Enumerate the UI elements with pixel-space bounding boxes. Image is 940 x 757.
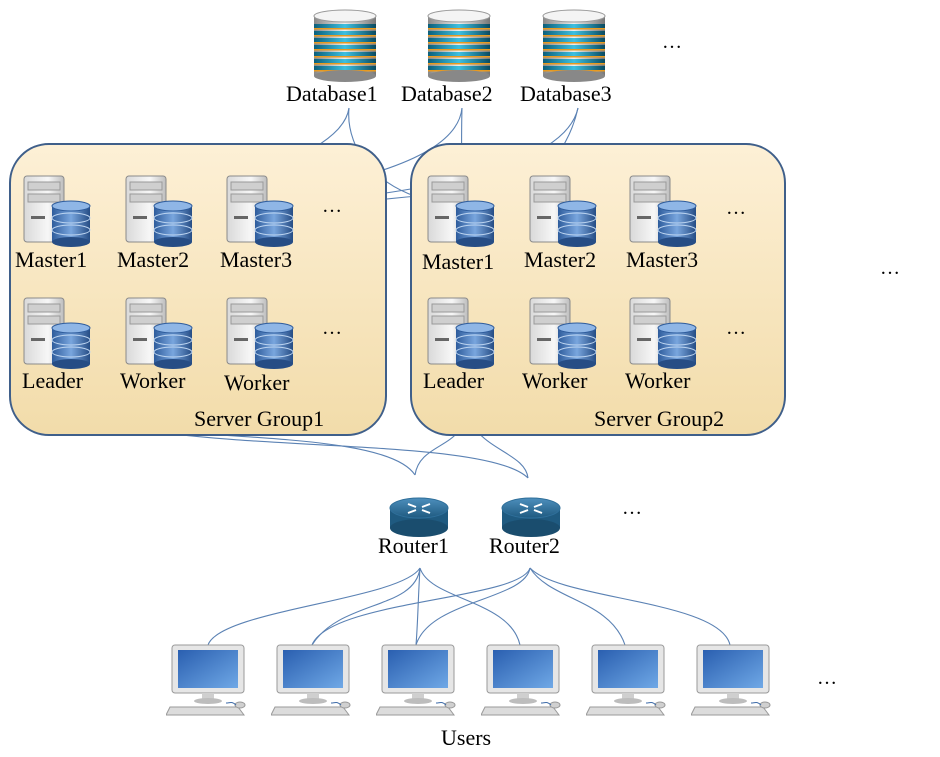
g2-master2-server-icon <box>528 172 598 255</box>
g2-master2-label: Master2 <box>524 247 597 272</box>
g1-master3-label: Master3 <box>220 247 293 272</box>
g1-master2-label: Master2 <box>117 247 190 272</box>
g2-worker1-label: Worker <box>522 368 588 393</box>
g1-master1-server-icon <box>22 172 92 255</box>
g2-worker1-server-icon <box>528 294 598 377</box>
g2-master3-label: Master3 <box>626 247 699 272</box>
link-r1-u1 <box>207 567 421 646</box>
users-label: Users <box>441 725 492 750</box>
g1-worker1-label: Worker <box>120 368 186 393</box>
g2-master1-label: Master1 <box>422 249 495 274</box>
g1-leader-label: Leader <box>22 368 84 393</box>
link-r2-u4 <box>529 567 731 646</box>
g1-worker2-label: Worker <box>224 370 290 395</box>
users-ellipsis: … <box>817 667 839 689</box>
link-r1-u3 <box>415 567 421 646</box>
g2-master1-server-icon <box>426 172 496 255</box>
g2-workers-ellipsis: … <box>726 317 748 339</box>
database2-label: Database2 <box>401 81 493 106</box>
link-r2-u2 <box>415 567 531 646</box>
database3-icon <box>541 8 607 89</box>
routers-ellipsis: … <box>622 497 644 519</box>
g2-master3-server-icon <box>628 172 698 255</box>
user-computer-icon <box>270 643 353 724</box>
g1-master2-server-icon <box>124 172 194 255</box>
server-group1-box <box>9 143 387 436</box>
groups-ellipsis: … <box>880 257 902 279</box>
g1-worker1-server-icon <box>124 294 194 377</box>
g2-leader-server-icon <box>426 294 496 377</box>
g1-workers-ellipsis: … <box>322 317 344 339</box>
database1-icon <box>312 8 378 89</box>
user-computer-icon <box>480 643 563 724</box>
database3-label: Database3 <box>520 81 612 106</box>
server-group2-label: Server Group2 <box>594 406 725 431</box>
database2-icon <box>426 8 492 89</box>
router1-label: Router1 <box>378 533 449 558</box>
g1-leader-server-icon <box>22 294 92 377</box>
router1-icon <box>388 494 450 545</box>
g1-masters-ellipsis: … <box>322 195 344 217</box>
database-ellipsis: … <box>662 31 684 53</box>
router2-label: Router2 <box>489 533 560 558</box>
router2-icon <box>500 494 562 545</box>
link-r2-u1 <box>311 567 531 646</box>
user-computer-icon <box>375 643 458 724</box>
g1-worker2-server-icon <box>225 294 295 377</box>
user-computer-icon <box>690 643 773 724</box>
g2-worker2-label: Worker <box>625 368 691 393</box>
g1-master1-label: Master1 <box>15 247 88 272</box>
g2-leader-label: Leader <box>423 368 485 393</box>
user-computer-icon <box>165 643 248 724</box>
g2-masters-ellipsis: … <box>726 197 748 219</box>
server-group2-box <box>410 143 786 436</box>
link-r1-u4 <box>419 567 521 646</box>
link-r2-u3 <box>529 567 626 646</box>
g2-worker2-server-icon <box>628 294 698 377</box>
g1-master3-server-icon <box>225 172 295 255</box>
database1-label: Database1 <box>286 81 378 106</box>
server-group1-label: Server Group1 <box>194 406 325 431</box>
user-computer-icon <box>585 643 668 724</box>
